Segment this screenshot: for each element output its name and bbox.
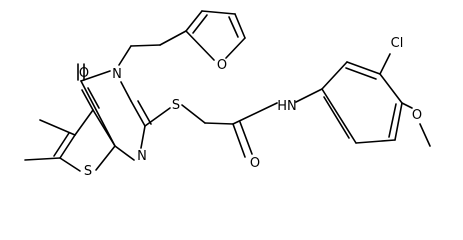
- atom-label-s-thiophene: S: [84, 164, 92, 179]
- bond-b5: [130, 100, 146, 127]
- bond-b10: [81, 89, 94, 111]
- bond-b38: [346, 61, 381, 75]
- bond-b35: [232, 102, 278, 125]
- bond-b9: [80, 80, 116, 147]
- bond-b29: [185, 30, 215, 61]
- bond-b8: [114, 145, 135, 161]
- bond-b23: [185, 10, 203, 32]
- atom-label-o-amide: O: [250, 156, 260, 171]
- bond-b7: [140, 125, 146, 149]
- atom-label-n-lower: N: [137, 149, 147, 164]
- bond-b15: [53, 132, 70, 157]
- bond-b24: [192, 14, 208, 34]
- bond-b46: [379, 53, 391, 75]
- structure-canvas: O N O S N S HN O Cl O: [24, 10, 431, 179]
- bond-b26: [234, 13, 246, 39]
- bond-b45: [323, 96, 350, 139]
- atom-label-chlorine: Cl: [391, 36, 404, 51]
- bond-b30: [144, 107, 171, 127]
- bond-b44: [321, 88, 357, 144]
- bond-b37: [321, 61, 348, 90]
- bond-b3: [80, 70, 111, 82]
- bond-b18: [39, 119, 76, 136]
- bond-b27: [228, 16, 239, 38]
- bond-b39: [345, 67, 377, 80]
- molecule-structure: O N O S N S HN O Cl O: [24, 10, 431, 179]
- bond-b19: [24, 157, 61, 161]
- bond-b13: [74, 109, 94, 136]
- bond-b17: [95, 145, 116, 171]
- bond-b34: [239, 121, 253, 155]
- bond-b40: [379, 73, 403, 104]
- bond-b48: [419, 123, 431, 147]
- atom-label-amide-nh: HN: [277, 99, 297, 114]
- bond-b41: [394, 102, 403, 141]
- atom-label-n-upper: N: [112, 67, 122, 82]
- atom-label-o-furan: O: [217, 58, 227, 73]
- bond-b20: [118, 45, 132, 66]
- atom-label-s-thioether: S: [172, 98, 180, 113]
- bond-b36: [295, 88, 323, 103]
- bond-b42: [388, 103, 397, 138]
- bond-b22: [159, 30, 187, 46]
- bond-b11: [87, 87, 100, 109]
- bond-b43: [355, 139, 396, 144]
- bond-b31: [181, 104, 206, 124]
- bond-b47: [401, 102, 413, 109]
- bond-b32: [204, 122, 234, 125]
- bond-b4: [120, 81, 132, 102]
- bond-b6: [137, 100, 152, 125]
- bond-b16: [59, 157, 81, 172]
- bond-b25: [201, 10, 236, 15]
- bond-b33: [232, 123, 246, 158]
- atom-label-o-methoxy: O: [412, 108, 422, 123]
- bond-b28: [225, 37, 246, 59]
- atom-label-o-carbonyl: O: [79, 66, 89, 81]
- bond-b14: [59, 134, 76, 159]
- bond-b21: [130, 44, 161, 47]
- bond-b12: [92, 109, 116, 147]
